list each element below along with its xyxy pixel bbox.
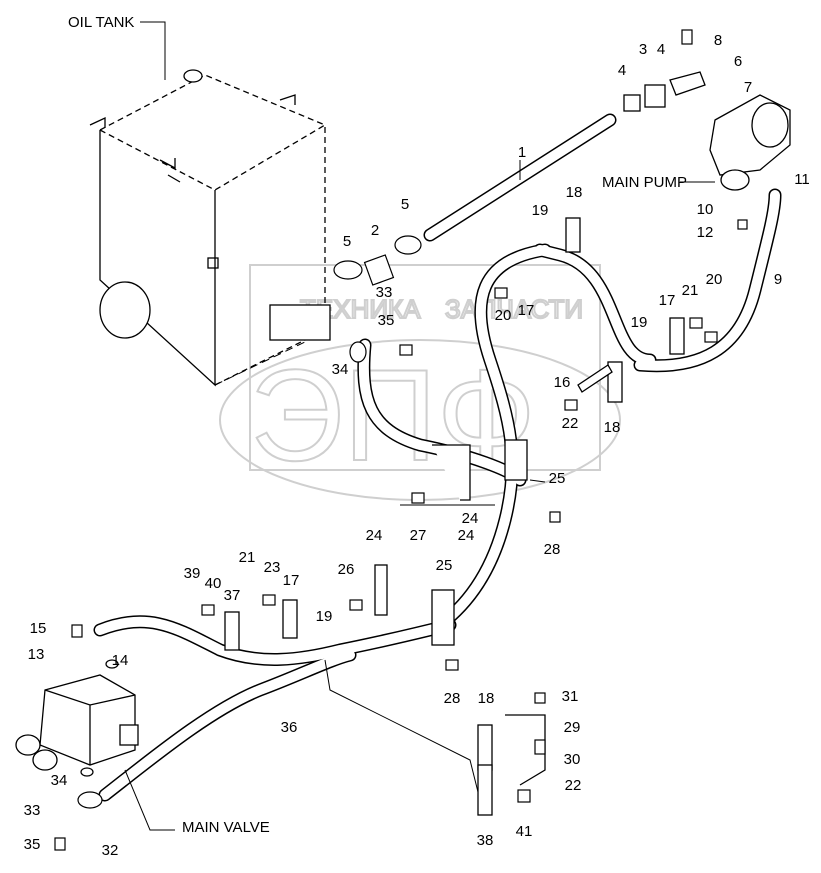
part-number-label: 18: [604, 419, 621, 436]
part-number-label: 28: [544, 541, 561, 558]
part-number-label: 25: [549, 470, 566, 487]
part-number-label: 41: [516, 823, 533, 840]
part-number-label: 23: [264, 559, 281, 576]
part-number-label: 21: [239, 549, 256, 566]
part-number-label: 40: [205, 575, 222, 592]
part-number-label: 8: [714, 32, 722, 49]
part-number-label: 7: [744, 79, 752, 96]
part-number-label: 25: [436, 557, 453, 574]
part-number-label: 22: [562, 415, 579, 432]
part-number-label: 24: [458, 527, 475, 544]
hoses: [93, 113, 782, 802]
watermark-text-2: ЗАПЧАСТИ: [445, 294, 583, 324]
part-number-label: 36: [281, 719, 298, 736]
fasteners: [54, 29, 748, 851]
part-number-label: 4: [618, 62, 626, 79]
part-number-label: 24: [366, 527, 383, 544]
part-number-label: 27: [410, 527, 427, 544]
part-number-label: 20: [706, 271, 723, 288]
part-number-label: 29: [564, 719, 581, 736]
part-number-label: 6: [734, 53, 742, 70]
part-number-label: 4: [657, 41, 665, 58]
part-number-label: 9: [774, 271, 782, 288]
part-number-label: 15: [30, 620, 47, 637]
part-number-label: 31: [562, 688, 579, 705]
main-valve-label: MAIN VALVE: [182, 819, 270, 836]
part-number-label: 1: [518, 144, 526, 161]
part-number-label: 21: [682, 282, 699, 299]
part-number-label: 34: [332, 361, 349, 378]
part-number-label: 19: [316, 608, 333, 625]
part-number-label: 19: [532, 202, 549, 219]
part-number-label: 5: [401, 196, 409, 213]
main-pump: [623, 71, 791, 191]
part-number-label: 3: [639, 41, 647, 58]
part-number-label: 2: [371, 222, 379, 239]
part-number-label: 35: [378, 312, 395, 329]
part-number-label: 12: [697, 224, 714, 241]
part-number-label: 33: [24, 802, 41, 819]
part-number-label: 34: [51, 772, 68, 789]
part-number-label: 17: [518, 302, 535, 319]
part-number-label: 18: [478, 690, 495, 707]
part-number-label: 28: [444, 690, 461, 707]
brackets: [224, 217, 685, 816]
part-number-label: 17: [659, 292, 676, 309]
part-number-label: 18: [566, 184, 583, 201]
main-pump-label: MAIN PUMP: [602, 174, 687, 191]
part-number-label: 5: [343, 233, 351, 250]
part-number-label: 37: [224, 587, 241, 604]
part-number-label: 26: [338, 561, 355, 578]
part-number-label: 39: [184, 565, 201, 582]
part-number-label: 22: [565, 777, 582, 794]
part-number-label: 24: [462, 510, 479, 527]
part-number-label: 20: [495, 307, 512, 324]
part-number-label: 13: [28, 646, 45, 663]
part-number-label: 16: [554, 374, 571, 391]
part-number-label: 33: [376, 284, 393, 301]
part-number-label: 19: [631, 314, 648, 331]
part-number-label: 14: [112, 652, 129, 669]
part-number-label: 11: [794, 171, 810, 188]
oil-tank-label: OIL TANK: [68, 14, 134, 31]
part-number-label: 17: [283, 572, 300, 589]
part-number-label: 32: [102, 842, 119, 859]
part-number-label: 38: [477, 832, 494, 849]
part-number-label: 35: [24, 836, 41, 853]
part-number-label: 30: [564, 751, 581, 768]
part-number-label: 10: [697, 201, 714, 218]
main-valve: [15, 674, 139, 771]
